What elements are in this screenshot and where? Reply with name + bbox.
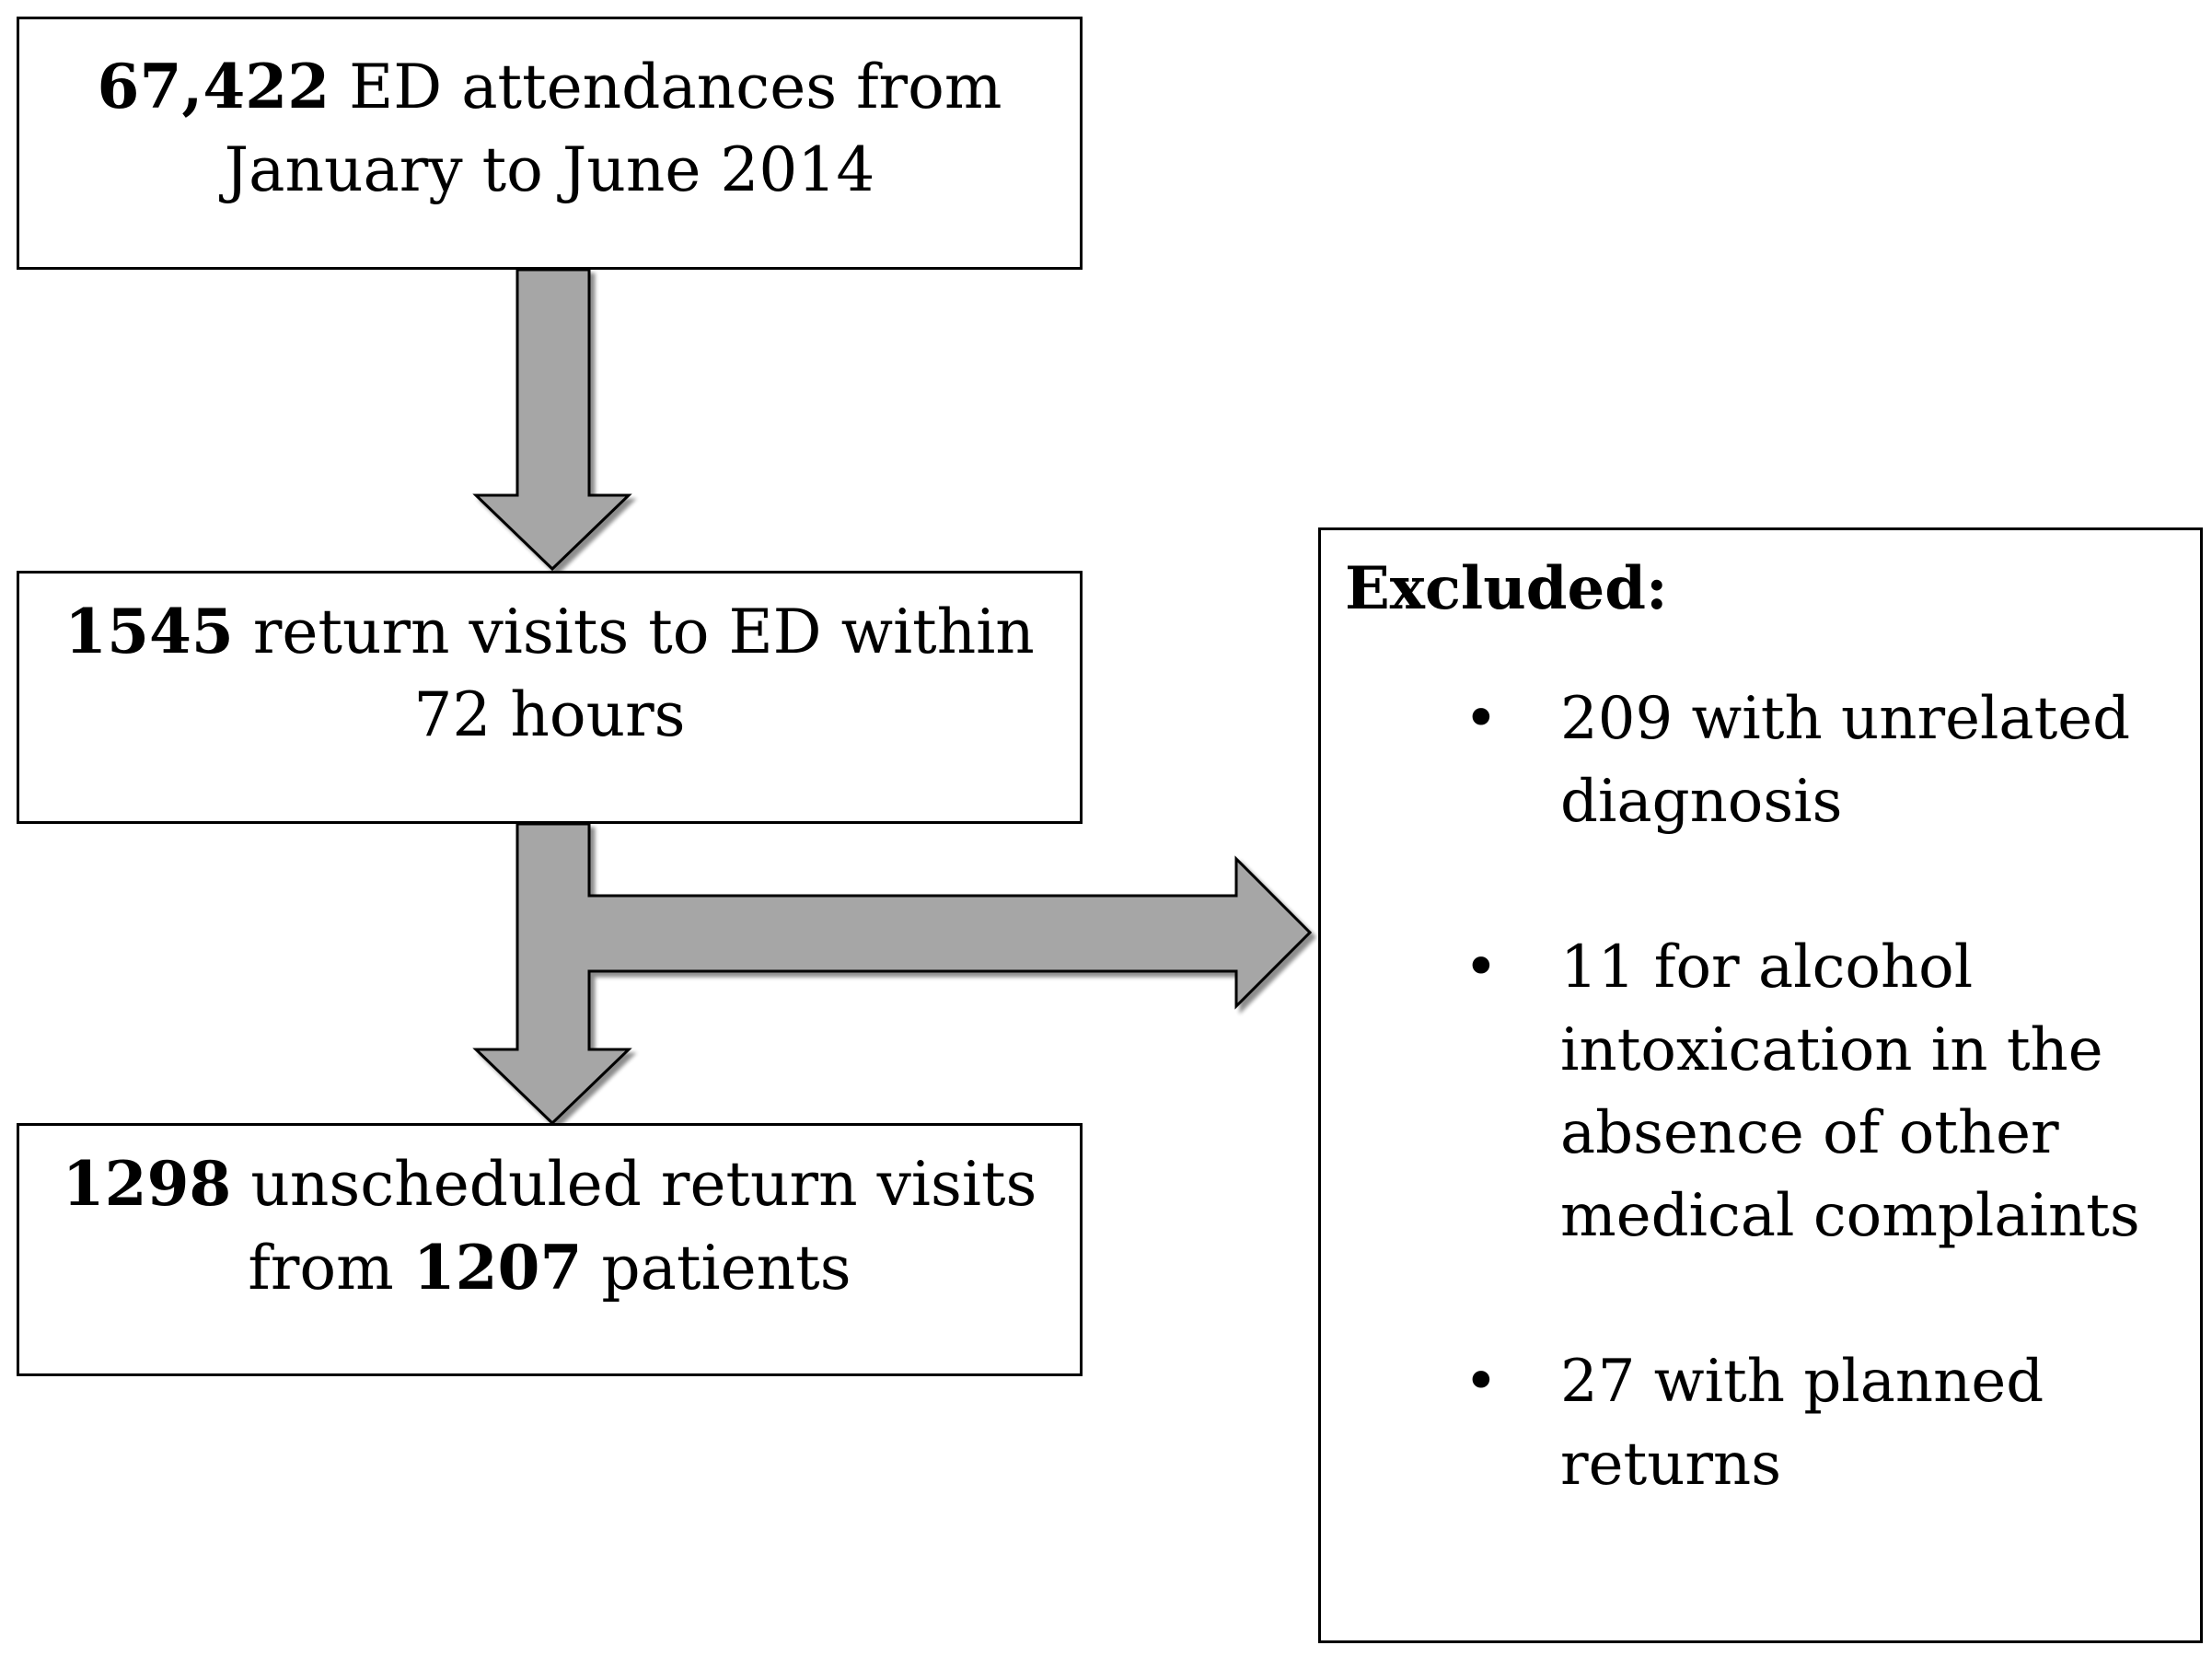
excluded-title: Excluded: xyxy=(1345,554,1668,623)
return-visits-text: return visits to ED within xyxy=(233,597,1035,667)
attendances-box: 67,422 ED attendances from January to Ju… xyxy=(17,17,1083,270)
excluded-box: Excluded: • 209 with unrelated diagnosis… xyxy=(1318,527,2203,1643)
arrow-down-1 xyxy=(472,268,632,572)
attendances-line-2: January to June 2014 xyxy=(224,134,875,205)
attendances-count: 67,422 xyxy=(97,51,330,122)
return-visits-count: 1545 xyxy=(64,596,234,667)
excluded-item-line: absence of other xyxy=(1560,1099,2059,1167)
unscheduled-line-2: from 1207 patients xyxy=(19,1226,1080,1310)
unscheduled-from: from xyxy=(248,1233,413,1304)
excluded-item-line: diagnosis xyxy=(1560,768,1843,836)
attendances-line-1: 67,422 ED attendances from xyxy=(19,45,1080,129)
excluded-item-line: 11 for alcohol xyxy=(1560,933,1974,1002)
patients-count: 1207 xyxy=(412,1232,583,1304)
excluded-item-alcohol-intoxication: • 11 for alcohol intoxication in the abs… xyxy=(1464,926,2140,1257)
return-visits-line-2: 72 hours xyxy=(413,679,686,750)
excluded-item-line: medical complaints xyxy=(1560,1182,2140,1250)
patients-text: patients xyxy=(582,1233,851,1304)
unscheduled-text: unscheduled return visits xyxy=(231,1149,1037,1220)
unscheduled-returns-box: 1298 unscheduled return visits from 1207… xyxy=(17,1123,1083,1376)
bullet-icon: • xyxy=(1464,685,1499,753)
arrow-down-right-2 xyxy=(472,822,1313,1126)
excluded-item-line: 209 with unrelated xyxy=(1560,685,2131,753)
excluded-item-unrelated-diagnosis: • 209 with unrelated diagnosis xyxy=(1464,678,2131,843)
bullet-icon: • xyxy=(1464,933,1499,1002)
attendances-text: ED attendances from xyxy=(330,52,1002,122)
unscheduled-count: 1298 xyxy=(62,1148,232,1220)
excluded-item-planned-returns: • 27 with planned returns xyxy=(1464,1340,2044,1506)
unscheduled-line-1: 1298 unscheduled return visits xyxy=(19,1142,1080,1226)
excluded-item-line: returns xyxy=(1560,1431,1782,1499)
excluded-item-line: intoxication in the xyxy=(1560,1016,2103,1084)
excluded-item-line: 27 with planned xyxy=(1560,1348,2044,1416)
return-visits-box: 1545 return visits to ED within 72 hours xyxy=(17,571,1083,824)
bullet-icon: • xyxy=(1464,1348,1499,1416)
return-visits-line-1: 1545 return visits to ED within xyxy=(19,590,1080,674)
